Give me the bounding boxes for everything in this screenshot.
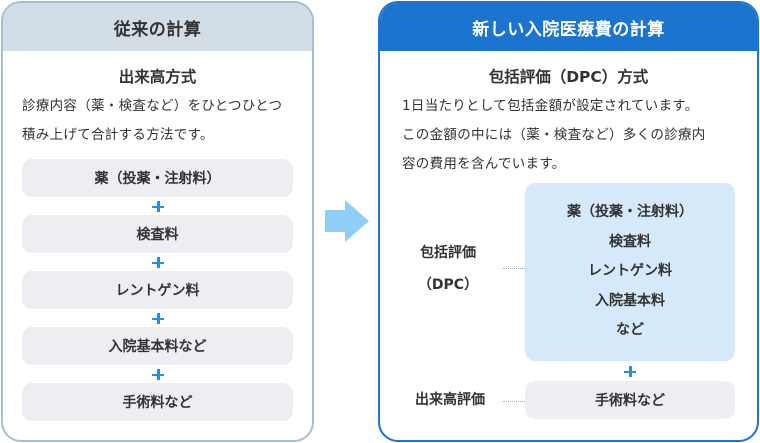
dpc-item: レントゲン料 bbox=[588, 263, 672, 280]
item-examination: 検査料 bbox=[22, 215, 293, 253]
item-surgery: 手術料など bbox=[22, 383, 293, 421]
description-line: 積み上げて合計する方法です。 bbox=[22, 127, 214, 143]
dpc-label-line: 包括評価 bbox=[420, 245, 476, 261]
right-arrow-icon bbox=[325, 200, 369, 242]
item-surgery: 手術料など bbox=[525, 381, 735, 419]
dpc-item: 検査料 bbox=[609, 233, 651, 250]
plus-icon bbox=[151, 200, 165, 214]
item-hospitalization-basic: 入院基本料など bbox=[22, 327, 293, 365]
plus-icon bbox=[151, 256, 165, 270]
dpc-included-items-box: 薬（投薬・注射料） 検査料 レントゲン料 入院基本料 など bbox=[525, 183, 735, 361]
fee-for-service-label: 出来高評価 bbox=[415, 392, 485, 408]
dpc-label: 包括評価 （DPC） bbox=[400, 237, 496, 301]
plus-icon bbox=[623, 365, 637, 379]
fee-for-service-description: 診療内容（薬・検査など）をひとつひとつ 積み上げて合計する方法です。 bbox=[22, 92, 282, 150]
conventional-panel-header: 従来の計算 bbox=[3, 3, 312, 51]
description-line: 診療内容（薬・検査など）をひとつひとつ bbox=[22, 98, 283, 114]
item-xray: レントゲン料 bbox=[22, 271, 293, 309]
plus-icon bbox=[151, 312, 165, 326]
fee-for-service-title: 出来高方式 bbox=[118, 68, 197, 86]
new-panel-header: 新しい入院医療費の計算 bbox=[380, 3, 757, 51]
fee-connector-line bbox=[503, 401, 525, 402]
dpc-method-title: 包括評価（DPC）方式 bbox=[488, 68, 649, 86]
dpc-item: 入院基本料 bbox=[595, 292, 665, 309]
dpc-connector-line bbox=[503, 268, 525, 269]
conventional-calculation-panel: 従来の計算 出来高方式 診療内容（薬・検査など）をひとつひとつ 積み上げて合計す… bbox=[1, 1, 314, 442]
arrow-shape bbox=[325, 200, 369, 242]
new-calculation-panel: 新しい入院医療費の計算 包括評価（DPC）方式 1日当たりとして包括金額が設定さ… bbox=[378, 1, 759, 442]
plus-icon bbox=[151, 368, 165, 382]
dpc-description: 1日当たりとして包括金額が設定されています。 この金額の中には（薬・検査など）多… bbox=[402, 92, 706, 179]
item-medication: 薬（投薬・注射料） bbox=[22, 159, 293, 197]
dpc-item: など bbox=[616, 322, 644, 339]
description-line: 容の費用を含んでいます。 bbox=[402, 156, 566, 172]
description-line: 1日当たりとして包括金額が設定されています。 bbox=[402, 98, 699, 114]
dpc-item: 薬（投薬・注射料） bbox=[567, 204, 693, 221]
dpc-label-line: （DPC） bbox=[417, 277, 479, 293]
description-line: この金額の中には（薬・検査など）多くの診療内 bbox=[402, 127, 706, 143]
